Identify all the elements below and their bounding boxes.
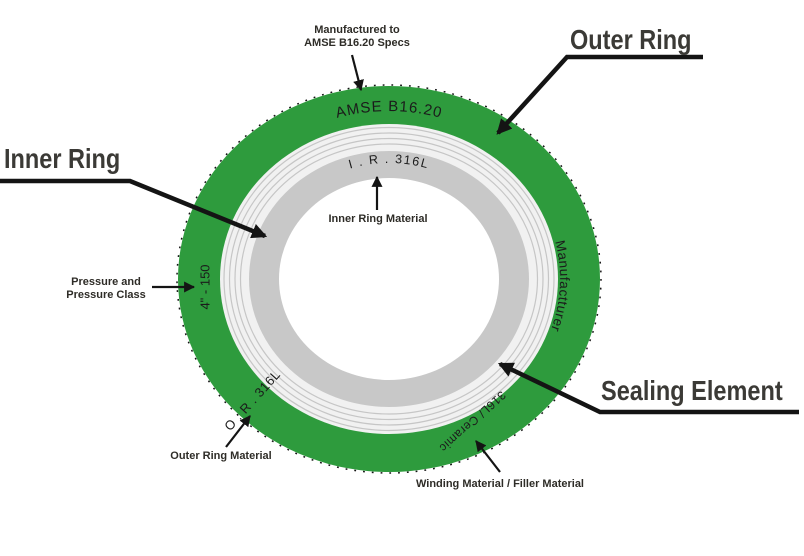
spec-stamp-textpath: AMSE B16.20 <box>334 98 443 122</box>
winding-line-4 <box>239 143 539 415</box>
size-class-stamp-text: 4" - 150 <box>197 264 212 309</box>
inner-ring-stamp-text: I . R . 316L <box>347 152 431 172</box>
winding-lines <box>223 126 555 432</box>
sealing-element-heading-label: Sealing Element <box>601 375 783 406</box>
winding-material-label: Winding Material / Filler Material <box>416 478 584 490</box>
heading-leader-lines <box>0 54 799 415</box>
winding-line-1 <box>223 126 555 432</box>
pressure-class-line2: Pressure Class <box>66 288 146 301</box>
outer-ring-material-arrow <box>225 415 251 448</box>
manufactured-spec-line1: Manufactured to <box>314 24 400 36</box>
manufactured-spec-label: Manufactured to AMSE B16.20 Specs <box>304 24 410 50</box>
inner-ring-leader-arrow <box>0 178 268 239</box>
outer-dotted-outline <box>176 84 602 474</box>
center-hole <box>279 178 499 380</box>
inner-ring-material-label: Inner Ring Material <box>328 213 428 225</box>
winding-material-arrow <box>475 440 501 473</box>
winding-line-3 <box>234 137 544 421</box>
outer-ring-leader-arrow <box>496 54 703 135</box>
outer-ring-material-label: Outer Ring Material <box>170 450 272 462</box>
outer-ring-heading-label: Outer Ring <box>570 24 692 55</box>
spec-stamp-text: AMSE B16.20 <box>334 98 444 122</box>
outer-ring-heading: Outer Ring <box>570 26 715 54</box>
sealing-element-leader-arrow <box>497 361 799 415</box>
winding-line-2 <box>228 132 550 426</box>
manufactured-spec-arrow <box>350 54 364 92</box>
inner-ring-heading-label: Inner Ring <box>4 143 121 174</box>
pressure-class-line1: Pressure and <box>71 276 141 288</box>
manufactured-spec-line2: AMSE B16.20 Specs <box>304 36 410 49</box>
sealing-element-heading: Sealing Element <box>601 377 804 405</box>
annotation-arrows <box>152 54 501 473</box>
pressure-class-label: Pressure and Pressure Class <box>66 276 146 302</box>
inner-ring-heading: Inner Ring <box>4 145 142 173</box>
inner-ring-stamp-textpath: I . R . 316L <box>347 152 430 172</box>
